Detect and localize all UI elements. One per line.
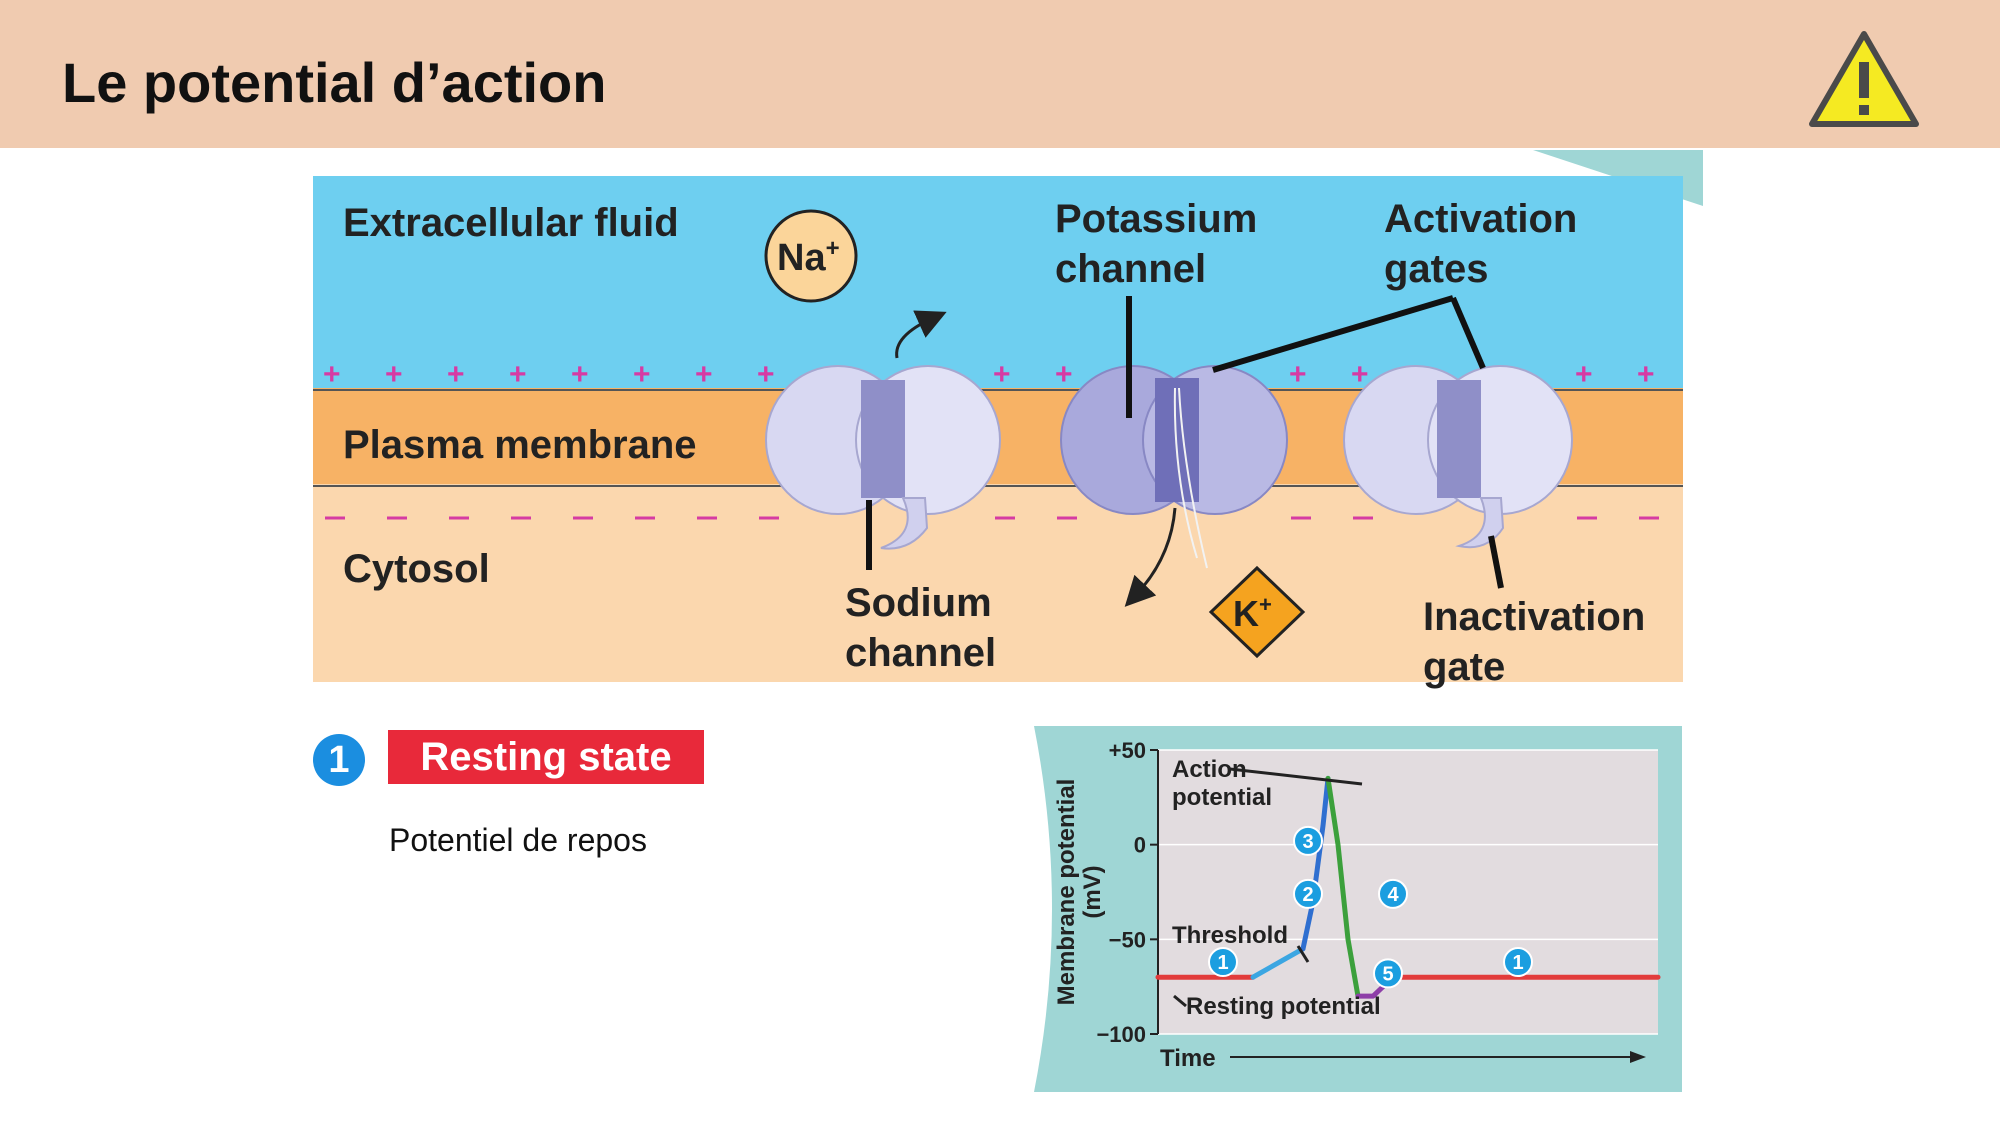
inactivation-gate-label: Inactivation [1423,595,1645,639]
svg-text:+: + [447,358,465,391]
positive-charges: + + + + + + + + + + + + + + [323,358,1655,391]
extracellular-region [313,176,1683,398]
phase-marker [1378,878,1408,909]
svg-text:+: + [571,358,589,391]
sodium-channel [765,365,1001,570]
sodium-ion-icon [764,209,858,303]
activation-gates-label: Activation [1384,197,1577,241]
plasma-membrane-label: Plasma membrane [343,423,697,467]
phase-marker-label: 3 [1302,831,1313,853]
series-falling [1325,775,1361,999]
potassium-channel-label-2: channel [1055,247,1206,291]
chart-y-ticks: +50 0 −50 −100 [1096,738,1159,1047]
state-label: Resting state [388,730,704,784]
chart-xlabel: Time [1160,1045,1216,1072]
svg-text:+: + [1055,358,1073,391]
series-rising [1300,775,1331,952]
svg-text:K+: K+ [1233,592,1272,634]
svg-text:Na+: Na+ [777,235,840,279]
phase-marker-label: 5 [1382,963,1393,985]
inactivation-gate-label-2: gate [1423,645,1505,689]
svg-text:+: + [757,358,775,391]
y-tick-label: 0 [1134,833,1146,858]
svg-text:+: + [633,358,651,391]
gated-channel [1343,365,1573,549]
chart-ylabel: Membrane potential [1053,779,1080,1006]
phase-marker [1293,825,1323,856]
warning-triangle-icon [1809,31,1919,127]
chart-gridlines [1158,749,1658,1035]
phase-marker-label: 2 [1302,884,1313,906]
action-potential-label-2: potential [1172,784,1272,811]
phase-marker [1373,958,1403,989]
state-description: Potentiel de repos [389,822,647,858]
svg-text:+: + [1289,358,1307,391]
phase-marker-label: 4 [1387,884,1399,906]
slide-title: Le potential d’action [62,51,607,114]
svg-text:+: + [695,358,713,391]
extracellular-label: Extracellular fluid [343,201,679,245]
activation-gates-label-2: gates [1384,247,1489,291]
svg-text:+: + [323,358,341,391]
chart-ylabel-unit: (mV) [1079,865,1106,918]
svg-text:+: + [1637,358,1655,391]
action-potential-chart: +50 0 −50 −100 Membrane potential (mV) Time… [1034,726,1682,1092]
series-depolarization-to-threshold [1250,946,1306,980]
y-tick-label: +50 [1109,738,1146,763]
phase-marker-label: 1 [1512,952,1523,974]
chart-plot-area [1158,750,1658,1034]
resting-potential-label: Resting potential [1186,993,1381,1020]
cytosol-label: Cytosol [343,547,490,591]
slide-header [0,0,2000,148]
phase-marker [1293,878,1323,909]
svg-text:+: + [385,358,403,391]
sodium-channel-label-2: channel [845,631,996,675]
phase-markers: 1 2 3 4 5 1 [1208,825,1533,989]
svg-text:+: + [1575,358,1593,391]
membrane-diagram: + + + + + + + + + + + + + + [313,150,1703,689]
potassium-ion-icon [1208,565,1306,659]
phase-marker-label: 1 [1217,952,1228,974]
phase-marker [1503,947,1533,978]
sodium-channel-label: Sodium [845,581,992,625]
potassium-channel-label: Potassium [1055,197,1257,241]
y-tick-label: −100 [1096,1022,1146,1047]
state-number-badge: 1 [313,734,365,786]
threshold-label: Threshold [1172,922,1288,949]
phase-marker [1208,947,1238,978]
potassium-channel [1060,365,1288,569]
y-tick-label: −50 [1109,927,1146,952]
svg-text:+: + [509,358,527,391]
svg-text:+: + [993,358,1011,391]
svg-text:+: + [1351,358,1369,391]
